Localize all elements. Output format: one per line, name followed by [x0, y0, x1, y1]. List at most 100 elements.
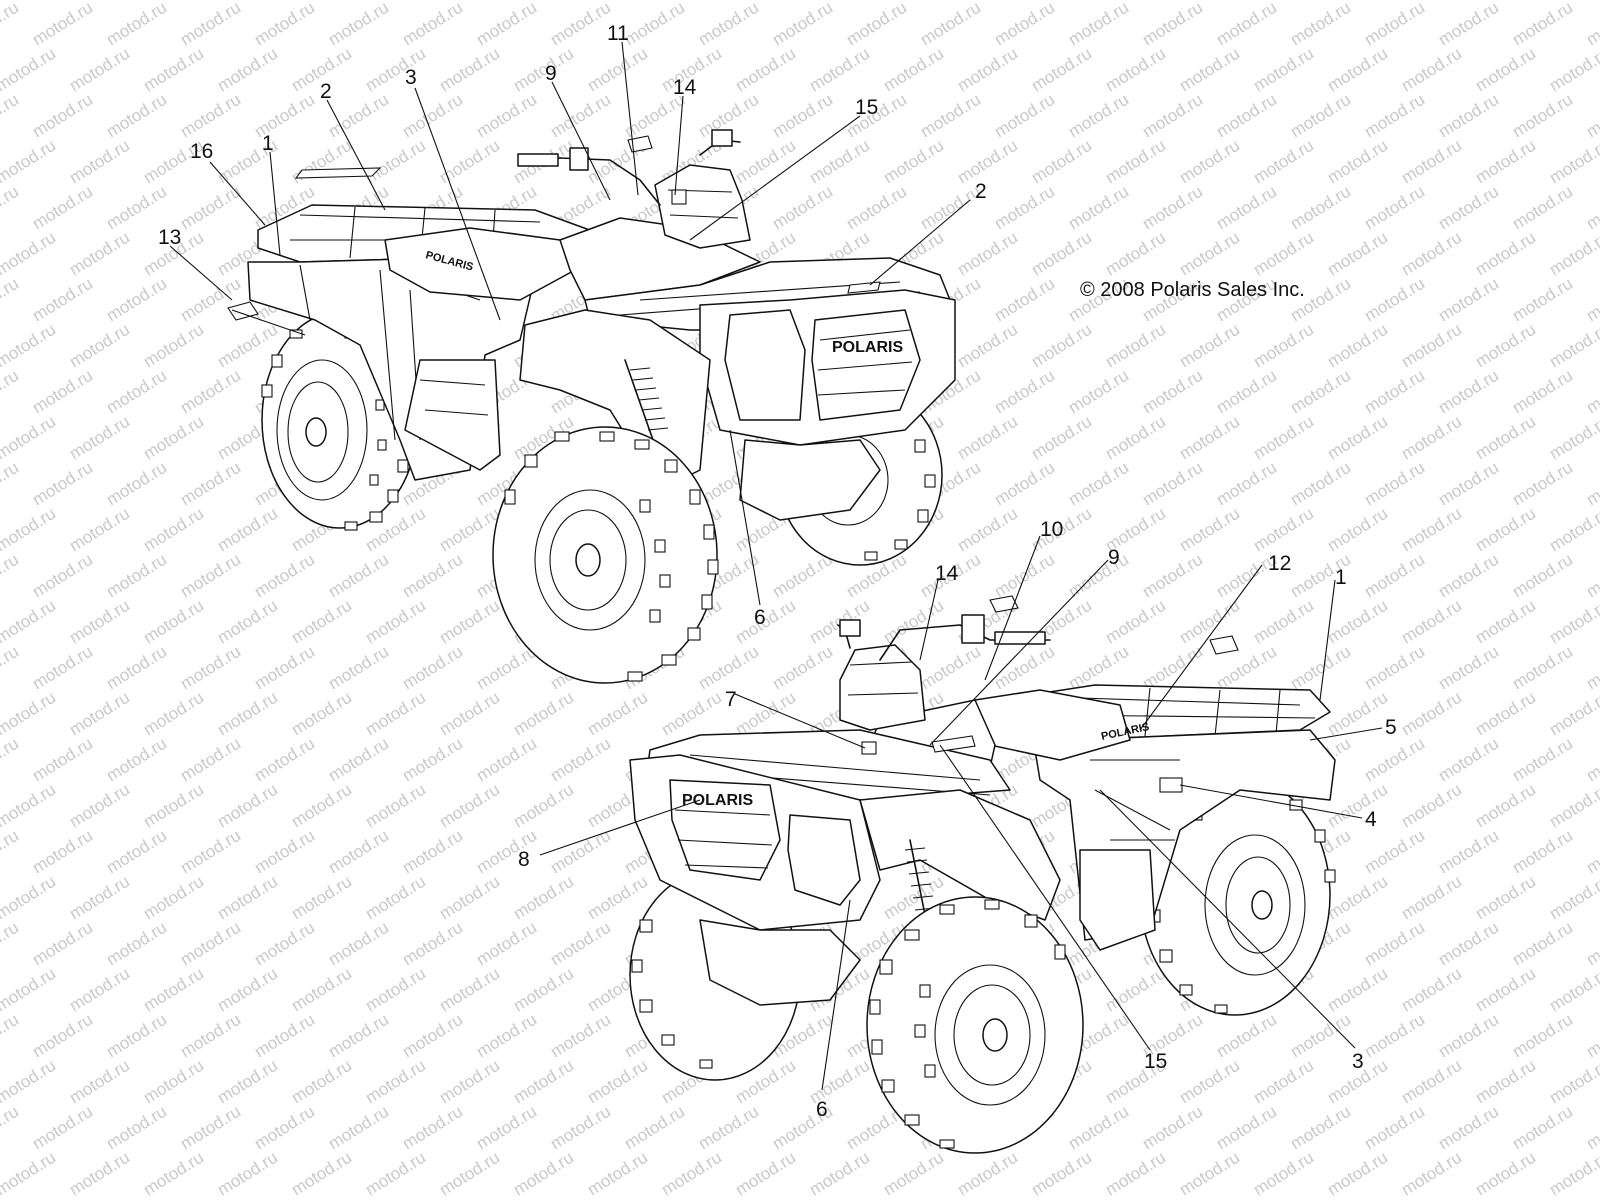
- watermark-text: motod.ru: [1028, 136, 1095, 188]
- watermark-text: motod.ru: [251, 642, 318, 694]
- watermark-text: motod.ru: [362, 780, 429, 832]
- watermark-text: motod.ru: [1509, 918, 1576, 970]
- callout-14-bottom: 14: [935, 562, 959, 585]
- watermark-text: motod.ru: [473, 918, 540, 970]
- decal-7-hood: [861, 741, 877, 755]
- watermark-text: motod.ru: [510, 872, 577, 924]
- watermark-text: motod.ru: [1546, 44, 1600, 96]
- callout-1: 1: [262, 132, 274, 155]
- watermark-text: motod.ru: [1509, 550, 1576, 602]
- watermark-text: motod.ru: [658, 688, 725, 740]
- watermark-text: motod.ru: [991, 642, 1058, 694]
- watermark-text: motod.ru: [1398, 688, 1465, 740]
- watermark-text: motod.ru: [399, 550, 466, 602]
- callout-14: 14: [673, 76, 697, 99]
- watermark-text: motod.ru: [1324, 136, 1391, 188]
- watermark-text: motod.ru: [1472, 964, 1539, 1016]
- watermark-text: motod.ru: [0, 1148, 59, 1200]
- watermark-text: motod.ru: [0, 1102, 22, 1154]
- watermark-text: motod.ru: [103, 1102, 170, 1154]
- watermark-text: motod.ru: [1398, 44, 1465, 96]
- watermark-text: motod.ru: [917, 0, 984, 49]
- watermark-text: motod.ru: [1583, 826, 1600, 878]
- watermark-text: motod.ru: [695, 1102, 762, 1154]
- watermark-text: motod.ru: [399, 826, 466, 878]
- watermark-text: motod.ru: [1213, 1010, 1280, 1062]
- watermark-text: motod.ru: [214, 320, 281, 372]
- callout-10: 10: [1040, 518, 1063, 541]
- watermark-text: motod.ru: [1065, 0, 1132, 49]
- watermark-text: motod.ru: [0, 228, 59, 280]
- watermark-text: motod.ru: [288, 688, 355, 740]
- watermark-text: motod.ru: [1361, 1010, 1428, 1062]
- watermark-text: motod.ru: [251, 0, 318, 49]
- watermark-text: motod.ru: [1213, 366, 1280, 418]
- watermark-text: motod.ru: [547, 90, 614, 142]
- leader-lines: [169, 41, 1383, 1091]
- watermark-text: motod.ru: [1176, 1056, 1243, 1108]
- watermark-text: motod.ru: [0, 90, 22, 142]
- watermark-text: motod.ru: [1435, 642, 1502, 694]
- watermark-text: motod.ru: [695, 642, 762, 694]
- watermark-text: motod.ru: [436, 688, 503, 740]
- watermark-text: motod.ru: [1398, 136, 1465, 188]
- watermark-text: motod.ru: [399, 1010, 466, 1062]
- callout-3-bottom: 3: [1352, 1050, 1364, 1073]
- watermark-text: motod.ru: [1250, 596, 1317, 648]
- watermark-text: motod.ru: [0, 274, 22, 326]
- watermark-text: motod.ru: [288, 1148, 355, 1200]
- watermark-text: motod.ru: [1583, 90, 1600, 142]
- watermark-text: motod.ru: [0, 44, 59, 96]
- watermark-text: motod.ru: [1361, 0, 1428, 49]
- watermark-text: motod.ru: [436, 964, 503, 1016]
- watermark-text: motod.ru: [954, 412, 1021, 464]
- callout-4: 4: [1365, 808, 1377, 831]
- watermark-text: motod.ru: [880, 1148, 947, 1200]
- callout-7: 7: [725, 688, 737, 711]
- watermark-text: motod.ru: [991, 458, 1058, 510]
- watermark-text: motod.ru: [1546, 228, 1600, 280]
- decal-10-label: [989, 595, 1019, 613]
- decal-2-front-rack: [847, 281, 881, 294]
- decal-11-label: [627, 135, 653, 153]
- watermark-text: motod.ru: [1065, 90, 1132, 142]
- watermark-text: motod.ru: [1250, 44, 1317, 96]
- watermark-text: motod.ru: [1583, 274, 1600, 326]
- watermark-text: motod.ru: [1398, 412, 1465, 464]
- watermark-text: motod.ru: [1546, 780, 1600, 832]
- copyright-notice: © 2008 Polaris Sales Inc.: [1080, 279, 1305, 301]
- watermark-text: motod.ru: [658, 1148, 725, 1200]
- watermark-text: motod.ru: [214, 688, 281, 740]
- watermark-text: motod.ru: [584, 688, 651, 740]
- watermark-text: motod.ru: [1546, 504, 1600, 556]
- watermark-text: motod.ru: [436, 1056, 503, 1108]
- watermark-text: motod.ru: [1546, 964, 1600, 1016]
- watermark-text: motod.ru: [325, 1010, 392, 1062]
- watermark-text: motod.ru: [547, 0, 614, 49]
- watermark-text: motod.ru: [29, 0, 96, 49]
- watermark-text: motod.ru: [0, 458, 22, 510]
- watermark-text: motod.ru: [1250, 320, 1317, 372]
- watermark-text: motod.ru: [214, 596, 281, 648]
- watermark-text: motod.ru: [66, 44, 133, 96]
- watermark-text: motod.ru: [1472, 412, 1539, 464]
- watermark-text: motod.ru: [1435, 366, 1502, 418]
- watermark-text: motod.ru: [584, 1056, 651, 1108]
- watermark-text: motod.ru: [29, 918, 96, 970]
- watermark-text: motod.ru: [510, 688, 577, 740]
- watermark-text: motod.ru: [1546, 1056, 1600, 1108]
- watermark-text: motod.ru: [769, 90, 836, 142]
- watermark-text: motod.ru: [621, 0, 688, 49]
- watermark-text: motod.ru: [436, 1148, 503, 1200]
- watermark-text: motod.ru: [1398, 320, 1465, 372]
- watermark-text: motod.ru: [1472, 1148, 1539, 1200]
- watermark-text: motod.ru: [1287, 1102, 1354, 1154]
- watermark-text: motod.ru: [1435, 550, 1502, 602]
- watermark-text: motod.ru: [288, 780, 355, 832]
- callout-1-bottom: 1: [1335, 566, 1347, 589]
- watermark-text: motod.ru: [1065, 366, 1132, 418]
- watermark-text: motod.ru: [214, 872, 281, 924]
- watermark-text: motod.ru: [0, 918, 22, 970]
- watermark-text: motod.ru: [362, 136, 429, 188]
- watermark-text: motod.ru: [1435, 734, 1502, 786]
